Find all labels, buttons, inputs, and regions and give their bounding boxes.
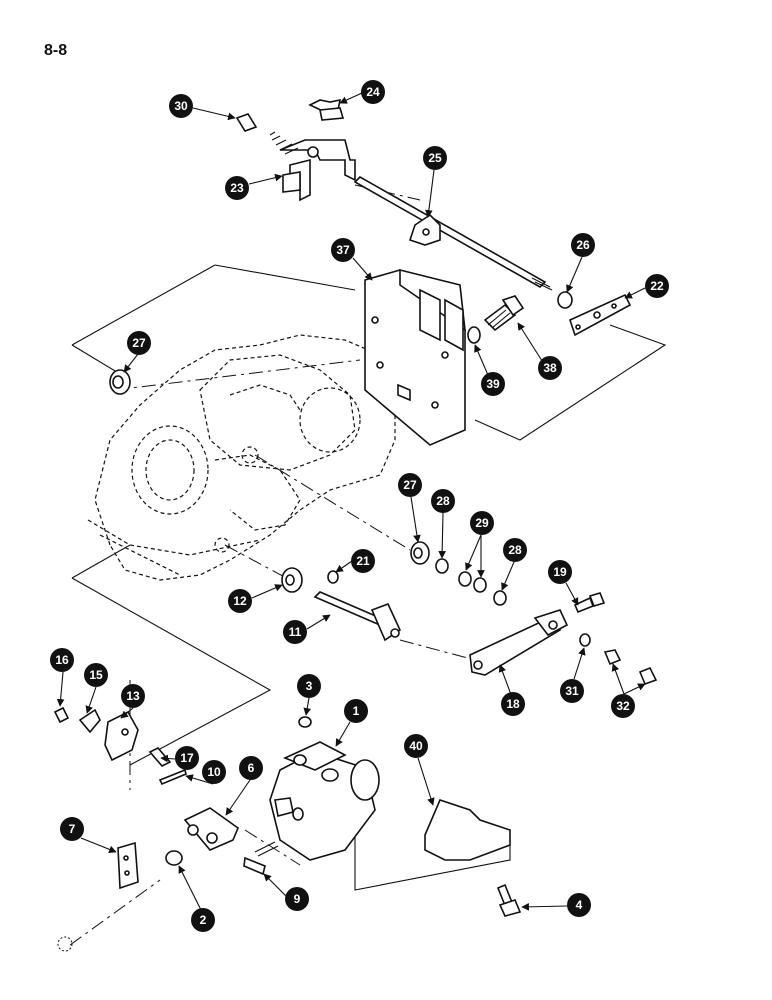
lower-linkage — [53, 706, 266, 890]
svg-text:39: 39 — [486, 377, 500, 391]
svg-text:40: 40 — [409, 739, 423, 753]
callout-10: 10 — [202, 760, 226, 784]
svg-text:26: 26 — [576, 238, 590, 252]
callout-18: 18 — [501, 692, 525, 716]
bolt-4 — [496, 883, 522, 917]
svg-text:30: 30 — [174, 99, 188, 113]
svg-text:29: 29 — [475, 516, 489, 530]
callout-30: 30 — [169, 94, 193, 118]
svg-text:15: 15 — [89, 668, 103, 682]
callout-3: 3 — [297, 674, 321, 698]
svg-text:13: 13 — [126, 689, 140, 703]
ground-symbol — [57, 936, 73, 952]
seal-3 — [298, 716, 312, 728]
shift-bracket-assembly — [235, 98, 356, 202]
svg-text:6: 6 — [248, 761, 255, 775]
svg-text:12: 12 — [233, 594, 247, 608]
svg-text:10: 10 — [207, 765, 221, 779]
washer-31 — [579, 633, 591, 647]
callout-29: 29 — [470, 511, 494, 535]
svg-text:25: 25 — [428, 151, 442, 165]
control-valve — [254, 741, 380, 861]
svg-text:32: 32 — [616, 699, 630, 713]
svg-text:28: 28 — [508, 543, 522, 557]
callout-12: 12 — [228, 589, 252, 613]
callout-28-lower: 28 — [503, 538, 527, 562]
shaft-11 — [281, 567, 402, 642]
callout-27-left: 27 — [127, 331, 151, 355]
callout-37: 37 — [331, 238, 355, 262]
svg-text:37: 37 — [336, 243, 350, 257]
callout-2: 2 — [191, 908, 215, 932]
svg-text:17: 17 — [180, 751, 194, 765]
callout-leaders — [56, 92, 646, 911]
callout-28-upper: 28 — [431, 489, 455, 513]
svg-text:31: 31 — [565, 684, 579, 698]
callout-16: 16 — [50, 648, 74, 672]
callout-11: 11 — [283, 620, 307, 644]
svg-text:3: 3 — [306, 679, 313, 693]
callout-17: 17 — [175, 746, 199, 770]
callout-24: 24 — [361, 80, 385, 104]
svg-text:21: 21 — [356, 554, 370, 568]
svg-text:28: 28 — [436, 494, 450, 508]
guard-40 — [424, 799, 511, 861]
callout-38: 38 — [538, 356, 562, 380]
callout-40: 40 — [404, 734, 428, 758]
bracket-22 — [569, 293, 632, 337]
callout-13: 13 — [121, 684, 145, 708]
svg-text:18: 18 — [506, 697, 520, 711]
svg-text:27: 27 — [403, 478, 417, 492]
callout-27-right: 27 — [398, 473, 422, 497]
bolt-19 — [573, 592, 606, 614]
callout-9: 9 — [285, 887, 309, 911]
callout-39: 39 — [481, 372, 505, 396]
svg-text:1: 1 — [353, 704, 360, 718]
callout-7: 7 — [60, 817, 84, 841]
callout-21: 21 — [351, 549, 375, 573]
callout-4: 4 — [567, 893, 591, 917]
svg-text:4: 4 — [576, 898, 583, 912]
svg-text:2: 2 — [200, 913, 207, 927]
callout-32: 32 — [611, 694, 635, 718]
callout-23: 23 — [225, 176, 249, 200]
svg-text:9: 9 — [294, 892, 301, 906]
callout-19: 19 — [548, 560, 572, 584]
svg-text:22: 22 — [650, 279, 664, 293]
svg-text:19: 19 — [553, 565, 567, 579]
svg-text:38: 38 — [543, 361, 557, 375]
svg-text:27: 27 — [132, 336, 146, 350]
transmission-housing-phantom — [87, 334, 396, 581]
callout-22: 22 — [645, 274, 669, 298]
cover-plate — [364, 268, 466, 446]
callout-25: 25 — [423, 146, 447, 170]
callout-31: 31 — [560, 679, 584, 703]
callout-6: 6 — [239, 756, 263, 780]
washer-26 — [557, 291, 573, 309]
bolt-38 — [483, 295, 525, 332]
svg-text:24: 24 — [366, 85, 380, 99]
lever-18 — [469, 609, 569, 676]
svg-text:11: 11 — [289, 625, 302, 639]
washer-39 — [467, 326, 481, 344]
svg-text:7: 7 — [69, 822, 76, 836]
page-number: 8-8 — [44, 42, 68, 59]
callout-1: 1 — [344, 699, 368, 723]
callout-15: 15 — [84, 663, 108, 687]
nuts-32 — [603, 649, 658, 686]
svg-text:16: 16 — [55, 653, 69, 667]
callout-26: 26 — [571, 233, 595, 257]
shaft-stack-right — [410, 541, 507, 606]
svg-text:23: 23 — [230, 181, 244, 195]
shift-shaft — [353, 176, 553, 291]
